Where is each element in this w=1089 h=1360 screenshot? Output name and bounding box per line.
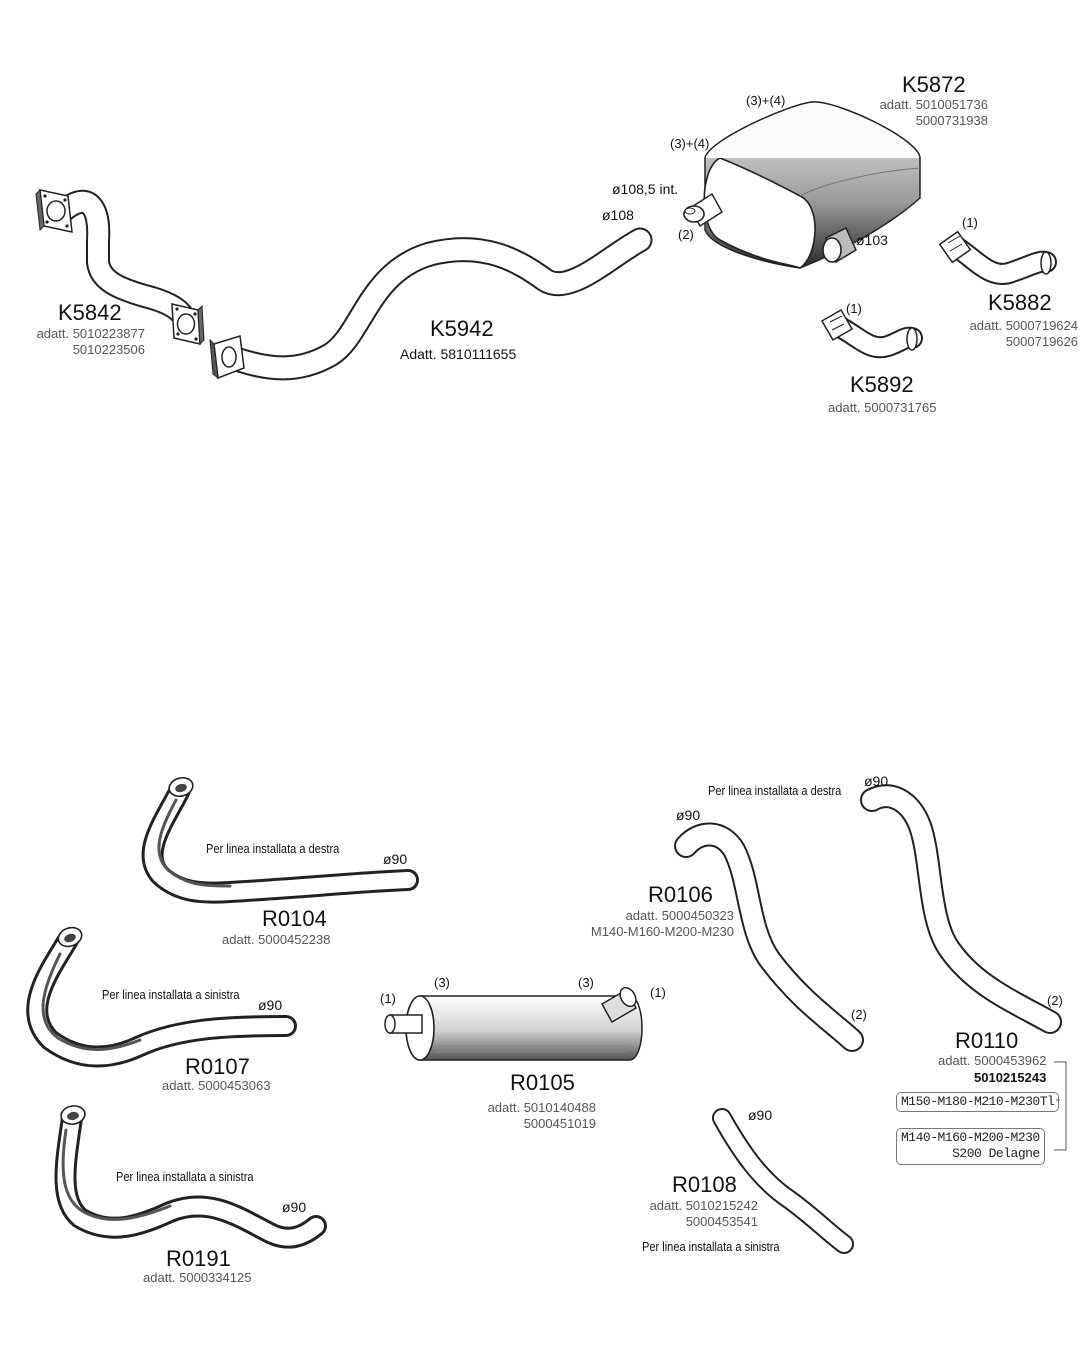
dim-k5872-outlet: ø103 xyxy=(856,232,888,248)
part-adatt-r0104: adatt. 5000452238 xyxy=(222,932,331,947)
model-box-r0110-a: M150-M180-M210-M230Tl xyxy=(896,1092,1060,1113)
part-adatt-r0105: adatt. 5010140488 5000451019 xyxy=(487,1100,596,1132)
part-adatt-k5842: adatt. 5010223877 5010223506 xyxy=(36,326,145,358)
pipe-r0106 xyxy=(674,822,864,1052)
flange-k5942 xyxy=(209,335,245,380)
marker-r0105-3b: (3) xyxy=(578,975,594,990)
pipe-r0104-flare xyxy=(168,776,194,798)
note-r0107: Per linea installata a sinistra xyxy=(102,987,240,1002)
dim-k5942: ø108 xyxy=(602,207,634,223)
pipe-r0108 xyxy=(712,1108,854,1254)
part-code-k5892: K5892 xyxy=(850,372,914,397)
part-code-r0106: R0106 xyxy=(648,882,713,907)
dim-r0191: ø90 xyxy=(282,1199,307,1215)
marker-k5872-top: (3)+(4) xyxy=(746,93,786,108)
part-adatt-k5942: Adatt. 5810111655 xyxy=(400,346,517,362)
muffler-k5872-outlet xyxy=(822,226,857,264)
dim-r0110: ø90 xyxy=(864,773,889,789)
part-code-r0105: R0105 xyxy=(510,1070,575,1095)
part-code-r0110: R0110 xyxy=(955,1028,1019,1053)
note-r0110: Per linea installata a destra xyxy=(708,783,842,798)
marker-r0110: (2) xyxy=(1047,993,1063,1008)
part-adatt2-r0110: 5010215243 xyxy=(974,1070,1047,1085)
muffler-k5872 xyxy=(703,101,921,269)
flange-k5842-a xyxy=(35,188,73,233)
marker-r0105-in: (1) xyxy=(380,991,396,1006)
part-adatt-k5892: adatt. 5000731765 xyxy=(828,400,937,415)
muffler-r0105-outlet xyxy=(600,986,638,1024)
pipe-r0104 xyxy=(141,779,419,904)
part-code-r0107: R0107 xyxy=(185,1054,250,1079)
part-code-r0104: R0104 xyxy=(262,906,327,931)
marker-r0106: (2) xyxy=(851,1007,867,1022)
part-adatt-k5872: adatt. 5010051736 5000731938 xyxy=(879,97,988,129)
marker-k5872-inlet: (2) xyxy=(678,227,694,242)
note-r0191: Per linea installata a sinistra xyxy=(116,1169,254,1184)
dim-k5872-inlet: ø108,5 int. xyxy=(612,181,679,197)
part-adatt-r0191: adatt. 5000334125 xyxy=(143,1270,252,1285)
pipe-k5892-ends xyxy=(820,308,918,351)
dim-r0108: ø90 xyxy=(748,1107,773,1123)
part-code-r0191: R0191 xyxy=(166,1246,231,1271)
pipe-k5882 xyxy=(947,237,1057,285)
note-r0104: Per linea installata a destra xyxy=(206,841,340,856)
marker-r0105-out: (1) xyxy=(650,985,666,1000)
part-adatt-r0106: adatt. 5000450323 M140-M160-M200-M230 xyxy=(590,908,734,940)
marker-r0105-3a: (3) xyxy=(434,975,450,990)
part-adatt-r0107: adatt. 5000453063 xyxy=(162,1078,271,1093)
flange-k5842-b xyxy=(171,303,205,346)
model-box-r0110-b: M140-M160-M200-M230 S200 Delagne xyxy=(896,1128,1045,1165)
pipe-r0191-flare xyxy=(60,1105,86,1125)
muffler-k5872-inlet xyxy=(683,192,723,228)
note-r0108: Per linea installata a sinistra xyxy=(642,1239,780,1254)
marker-k5872-left: (3)+(4) xyxy=(670,136,710,151)
dim-r0106: ø90 xyxy=(676,807,701,823)
marker-k5882: (1) xyxy=(962,215,978,230)
r0110-bracket xyxy=(1054,1061,1067,1151)
pipe-r0107 xyxy=(26,929,297,1068)
part-adatt-k5882: adatt. 5000719624 5000719626 xyxy=(969,318,1078,350)
part-code-k5872: K5872 xyxy=(902,72,966,97)
part-adatt-r0110: adatt. 5000453962 xyxy=(938,1053,1047,1068)
pipe-r0107-flare xyxy=(57,926,83,948)
pipe-r0110 xyxy=(860,784,1062,1034)
part-code-r0108: R0108 xyxy=(672,1172,737,1197)
pipe-k5942 xyxy=(215,227,653,381)
pipe-k5882-ends xyxy=(938,230,1052,275)
dim-r0104: ø90 xyxy=(383,851,408,867)
muffler-r0105-inlet xyxy=(384,1014,423,1034)
part-adatt-r0108: adatt. 5010215242 5000453541 xyxy=(649,1198,758,1230)
marker-k5892: (1) xyxy=(846,301,862,316)
dim-r0107: ø90 xyxy=(258,997,283,1013)
part-code-k5882: K5882 xyxy=(988,290,1052,315)
part-code-k5942: K5942 xyxy=(430,316,494,341)
part-code-k5842: K5842 xyxy=(58,300,122,325)
pipe-r0191 xyxy=(54,1107,327,1249)
